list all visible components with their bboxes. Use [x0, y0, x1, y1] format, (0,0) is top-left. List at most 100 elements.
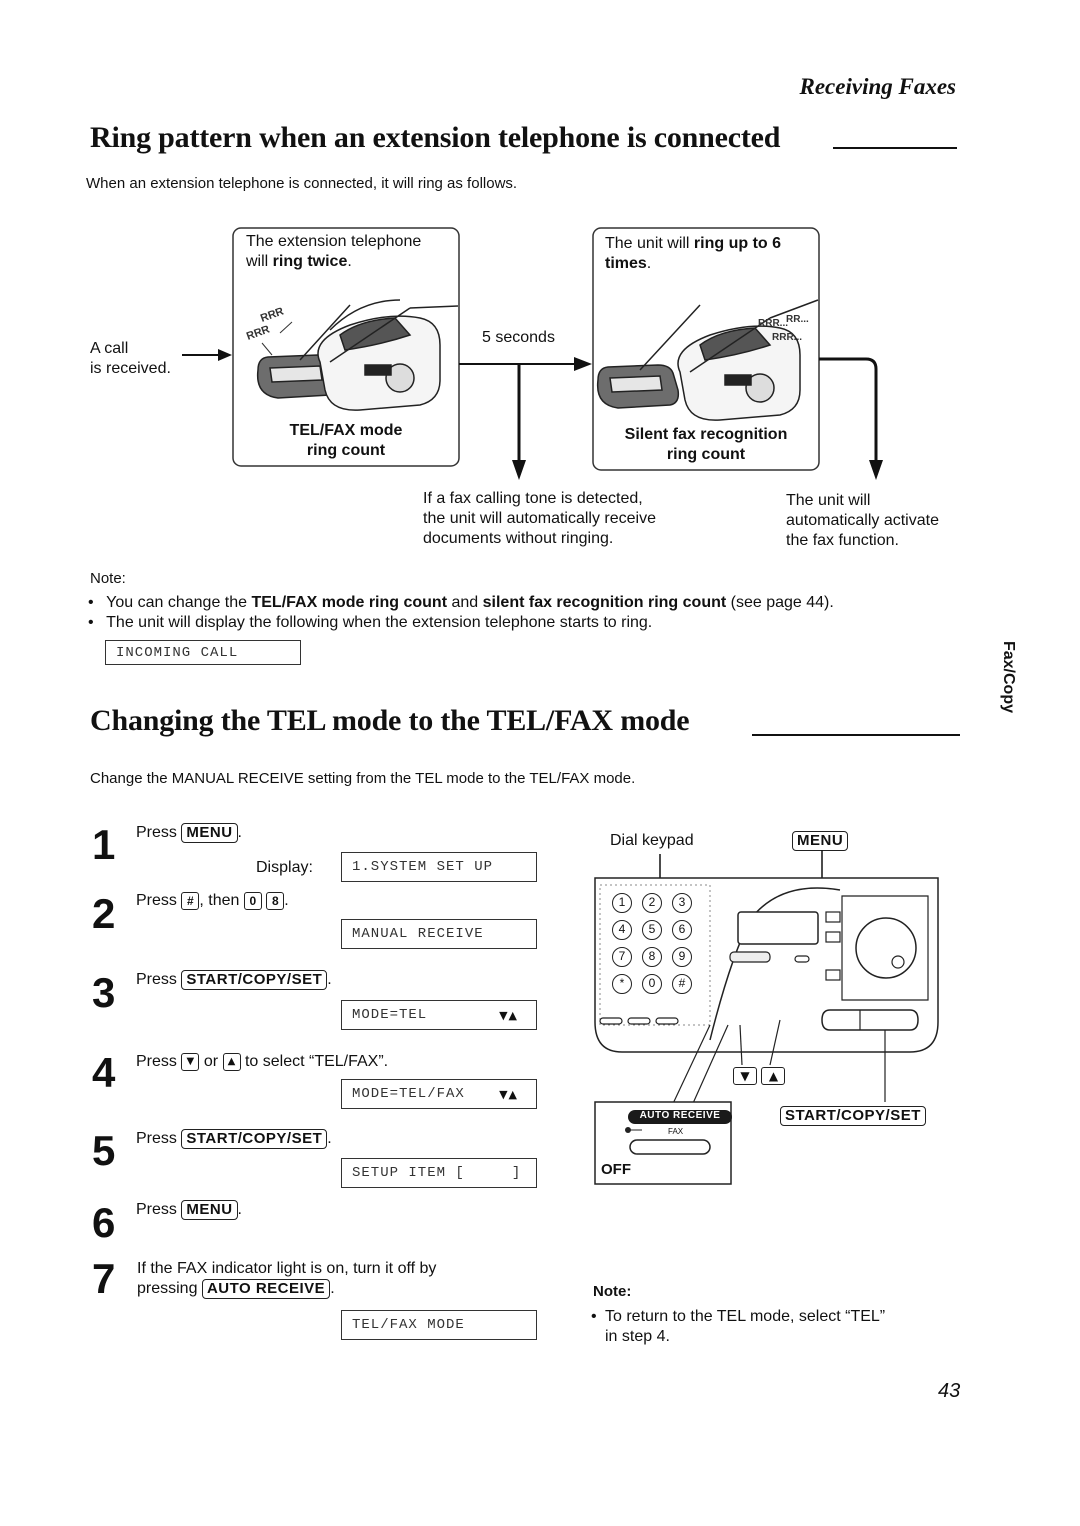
display-mode-tel: MODE=TEL ▼▲	[341, 1000, 537, 1030]
display-setup-item: SETUP ITEM [ ]	[341, 1158, 537, 1188]
title-rule	[833, 147, 957, 149]
step-number-5: 5	[92, 1127, 116, 1174]
telfax-caption-line2: ring count	[306, 442, 386, 459]
keypad-key-6[interactable]: 6	[672, 920, 692, 940]
unit-ring-line1-a: The unit will	[605, 235, 694, 252]
auto-receive-button-label[interactable]: AUTO RECEIVE	[639, 1110, 721, 1121]
arrows-glyph-1: ▼▲	[499, 1008, 518, 1022]
dial-keypad-label: Dial keypad	[610, 832, 694, 849]
title-rule-2	[752, 734, 960, 736]
step-number-7: 7	[92, 1255, 116, 1302]
note-2-line1-text: To return to the TEL mode, select “TEL”	[605, 1308, 886, 1325]
step-7-press: pressing	[137, 1280, 198, 1297]
unit-ring-line1-b: ring up to 6	[693, 235, 782, 252]
incoming-call-display: INCOMING CALL	[105, 640, 301, 665]
call-label-line1: A call	[90, 340, 129, 357]
silent-fax-caption-line2: ring count	[666, 446, 746, 463]
fax-machine-left-icon	[256, 299, 459, 411]
running-header: Receiving Faxes	[799, 74, 957, 99]
silent-fax-caption-line1: Silent fax recognition	[624, 426, 788, 443]
display-mode-telfax: MODE=TEL/FAX ▼▲	[341, 1079, 537, 1109]
panel-up-key[interactable]: ▲	[761, 1067, 786, 1085]
panel-arrow-keys: ▼ ▲	[733, 1067, 786, 1085]
fax-indicator-label: FAX	[668, 1127, 684, 1136]
step-2-text: Press #, then 0 8.	[136, 891, 289, 911]
start-copy-set-key-icon-2: START/COPY/SET	[181, 1129, 328, 1149]
fax-tone-line1: If a fax calling tone is detected,	[423, 490, 643, 507]
step-7-line2: pressing AUTO RECEIVE.	[137, 1279, 436, 1299]
step-3-text: Press START/COPY/SET.	[136, 970, 332, 990]
note-item-1: You can change the TEL/FAX mode ring cou…	[88, 593, 834, 613]
keypad-key-star[interactable]: *	[612, 974, 632, 994]
telfax-caption-line1: TEL/FAX mode	[289, 422, 403, 439]
auto-line3: the fax function.	[786, 532, 899, 549]
step-2-mid: , then	[199, 892, 240, 909]
telfax-caption: TEL/FAX mode ring count	[246, 421, 446, 461]
display-mode-tel-text: MODE=TEL	[352, 1007, 428, 1023]
panel-start-copy-set-label[interactable]: START/COPY/SET	[780, 1106, 926, 1126]
step-7-text: If the FAX indicator light is on, turn i…	[137, 1259, 436, 1299]
display-label: Display:	[256, 859, 313, 876]
start-copy-set-key-icon: START/COPY/SET	[181, 970, 328, 990]
step-1-press: Press	[136, 824, 177, 841]
display-manual-receive: MANUAL RECEIVE	[341, 919, 537, 949]
keypad-key-3[interactable]: 3	[672, 893, 692, 913]
step-number-6: 6	[92, 1199, 116, 1246]
extension-ring-text: The extension telephone will ring twice.	[246, 232, 421, 272]
note2-text: The unit will display the following when…	[106, 614, 653, 631]
extension-ring-line2-a: will	[246, 253, 273, 270]
step-4-press: Press	[136, 1053, 177, 1070]
extension-ring-line1: The extension telephone	[246, 233, 422, 250]
step-6-press: Press	[136, 1201, 177, 1218]
keypad-key-4[interactable]: 4	[612, 920, 632, 940]
keypad-key-hash[interactable]: #	[672, 974, 692, 994]
step-1-text: Press MENU.	[136, 823, 242, 843]
note-label-1: Note:	[90, 570, 126, 587]
call-label-line2: is received.	[90, 360, 171, 377]
seconds-label: 5 seconds	[482, 329, 555, 346]
extension-ring-line2-c: .	[347, 253, 352, 270]
keypad-key-1[interactable]: 1	[612, 893, 632, 913]
extension-ring-line2: will ring twice.	[246, 252, 421, 272]
panel-menu-label: MENU	[792, 831, 849, 851]
keypad-key-8[interactable]: 8	[642, 947, 662, 967]
call-label: A call is received.	[90, 339, 171, 379]
unit-ring-line2-b: .	[646, 255, 652, 272]
step-5-end: .	[327, 1130, 332, 1147]
fax-tone-line2: the unit will automatically receive	[423, 510, 656, 527]
down-arrow-key-icon: ▼	[181, 1052, 200, 1071]
panel-down-key[interactable]: ▼	[733, 1067, 757, 1085]
note-2-text: To return to the TEL mode, select “TEL” …	[591, 1307, 885, 1347]
step-2-end: .	[284, 892, 289, 909]
menu-key-icon-2: MENU	[181, 1200, 238, 1220]
keypad-key-0[interactable]: 0	[642, 974, 662, 994]
keypad-key-2[interactable]: 2	[642, 893, 662, 913]
ring-sound-left-icon: RRR RRR	[245, 305, 293, 356]
section-title-change-mode: Changing the TEL mode to the TEL/FAX mod…	[90, 704, 690, 737]
arrows-glyph-2: ▼▲	[499, 1087, 518, 1101]
unit-ring-line2: times.	[605, 254, 781, 274]
note1-c: and	[447, 594, 483, 611]
svg-text:RRR...: RRR...	[772, 332, 802, 343]
extension-ring-line2-b: ring twice	[272, 253, 348, 270]
step-6-end: .	[237, 1201, 242, 1218]
note-item-2: The unit will display the following when…	[88, 613, 652, 633]
step-number-2: 2	[92, 890, 116, 937]
auto-receive-key-icon: AUTO RECEIVE	[201, 1279, 331, 1299]
unit-ring-line1: The unit will ring up to 6	[605, 234, 781, 254]
note-label-2: Note:	[593, 1283, 632, 1300]
keypad-key-9[interactable]: 9	[672, 947, 692, 967]
note1-e: (see page 44).	[726, 594, 834, 611]
svg-text:RR...: RR...	[786, 314, 809, 325]
keypad-key-7[interactable]: 7	[612, 947, 632, 967]
keypad-key-5[interactable]: 5	[642, 920, 662, 940]
step-4-mid: or	[203, 1053, 219, 1070]
silent-fax-caption: Silent fax recognition ring count	[600, 425, 812, 465]
display-mode-telfax-text: MODE=TEL/FAX	[352, 1086, 465, 1102]
key-8-icon: 8	[266, 891, 285, 910]
intro-text: When an extension telephone is connected…	[86, 175, 518, 192]
section-title-ring-pattern: Ring pattern when an extension telephone…	[90, 121, 781, 154]
step-6-text: Press MENU.	[136, 1200, 242, 1220]
step-number-1: 1	[92, 821, 116, 868]
step-4-end: to select “TEL/FAX”.	[244, 1053, 389, 1070]
